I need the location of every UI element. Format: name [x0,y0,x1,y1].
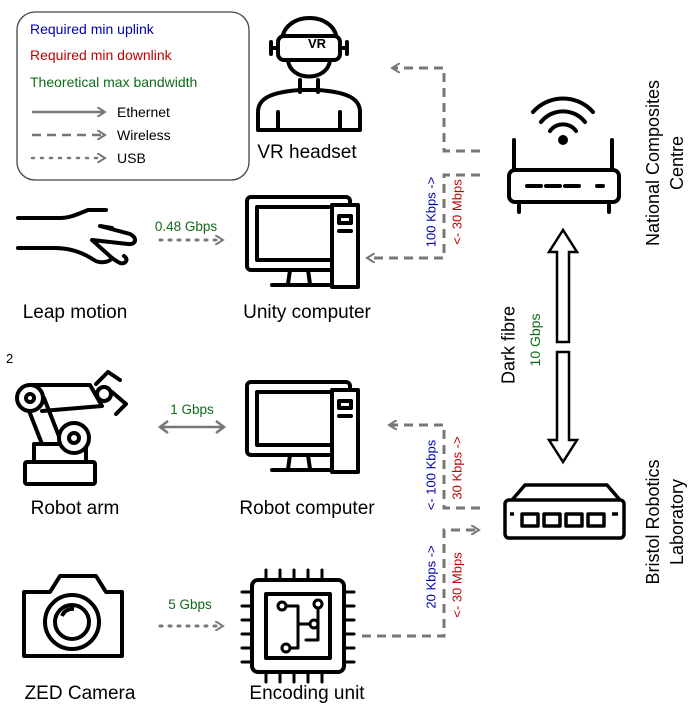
encoder-downlink: <- 30 Mbps [449,552,465,618]
link-router-unity [368,173,480,258]
stray-number: 2 [6,351,14,366]
ncc-uplink: 100 Kbps -> [423,176,439,248]
robotpc-downlink: 30 Kbps -> [449,436,465,500]
robot-arm-label: Robot arm [30,498,120,519]
unity-computer-label: Unity computer [243,302,371,323]
robot-eth-speed: 1 Gbps [170,402,214,417]
dark-fibre-arrow [546,227,580,465]
desktop-computer-icon [245,195,360,289]
network-switch-icon [503,483,626,540]
link-switch-robotpc [390,425,480,510]
hand-icon [16,208,137,266]
ncc-site-label: National Composites Centre [643,79,687,247]
leap-usb-speed: 0.48 Gbps [154,219,218,234]
vr-headset-label: VR headset [257,142,357,163]
legend-box [16,11,250,181]
link-router-vr [393,68,480,153]
vr-headset-icon [256,16,362,132]
router-icon [507,96,621,214]
robot-arm-icon [15,370,128,486]
chip-icon [240,568,356,684]
legend-wireless-label: Wireless [117,127,171,143]
zed-camera-label: ZED Camera [24,683,136,704]
link-encoder-switch [362,530,478,638]
ncc-downlink: <- 30 Mbps [449,179,465,245]
vr-badge: VR [308,36,327,51]
zed-usb-speed: 5 Gbps [168,597,212,612]
fibre-speed: 10 Gbps [527,313,543,367]
legend-uplink-label: Required min uplink [30,21,154,37]
dark-fibre-label: Dark fibre [498,305,519,385]
leap-motion-label: Leap motion [22,302,128,323]
legend-usb-label: USB [117,150,146,166]
brl-site-label: Bristol Robotics Laboratory [643,459,687,585]
legend-bandwidth-label: Theoretical max bandwidth [30,74,198,90]
legend-ethernet-label: Ethernet [117,104,170,120]
encoding-unit-label: Encoding unit [249,683,365,704]
camera-icon [22,574,124,658]
robot-computer-label: Robot computer [239,498,375,519]
desktop-computer-icon [245,380,360,474]
legend-downlink-label: Required min downlink [30,47,172,63]
encoder-uplink: 20 Kbps -> [423,545,439,609]
connections [157,68,480,638]
robotpc-uplink: <- 100 Kbps [423,439,439,511]
